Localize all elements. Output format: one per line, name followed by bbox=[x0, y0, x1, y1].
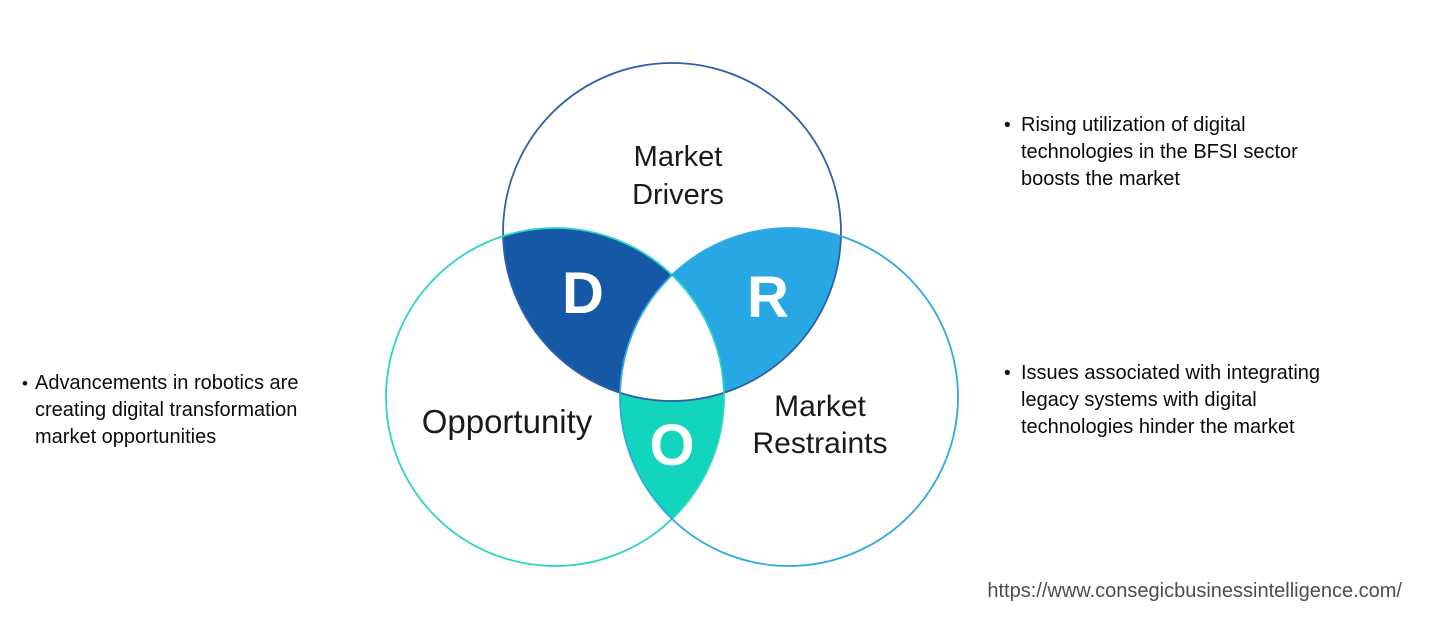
bullet-restraints-note: • Issues associated with integrating leg… bbox=[1004, 360, 1414, 441]
bullet-opportunity-note: • Advancements in robotics are creating … bbox=[22, 370, 382, 451]
label-market-drivers-line2: Drivers bbox=[632, 179, 724, 211]
venn-center-region bbox=[620, 275, 724, 402]
bullet-line: creating digital transformation bbox=[35, 399, 298, 421]
bullet-line: Issues associated with integrating bbox=[1021, 362, 1321, 384]
bullet-line: Advancements in robotics are bbox=[35, 372, 299, 394]
letter-o: O bbox=[649, 413, 694, 478]
bullet-drivers-text: Rising utilization of digital technologi… bbox=[1021, 112, 1404, 193]
bullet-line: boosts the market bbox=[1021, 168, 1180, 190]
letter-d: D bbox=[562, 261, 604, 326]
label-market-drivers-line1: Market bbox=[634, 141, 723, 173]
bullet-marker: • bbox=[22, 374, 28, 393]
label-opportunity: Opportunity bbox=[422, 403, 593, 440]
circle-opportunity bbox=[385, 227, 725, 567]
label-market-restraints-line2: Restraints bbox=[752, 427, 887, 460]
circle-market-restraints bbox=[619, 227, 959, 567]
bullet-drivers-note: • Rising utilization of digital technolo… bbox=[1004, 112, 1404, 193]
source-url: https://www.consegicbusinessintelligence… bbox=[987, 580, 1402, 602]
bullet-line: market opportunities bbox=[35, 426, 217, 448]
bullet-restraints-text: Issues associated with integrating legac… bbox=[1021, 360, 1414, 441]
bullet-line: Rising utilization of digital bbox=[1021, 114, 1246, 136]
bullet-line: technologies in the BFSI sector bbox=[1021, 141, 1298, 163]
bullet-line: legacy systems with digital bbox=[1021, 389, 1257, 411]
bullet-line: technologies hinder the market bbox=[1021, 416, 1295, 438]
letter-r: R bbox=[747, 265, 789, 330]
bullet-opportunity-text: Advancements in robotics are creating di… bbox=[35, 370, 382, 451]
bullet-marker: • bbox=[1004, 363, 1011, 384]
label-market-restraints-line1: Market bbox=[774, 390, 866, 423]
bullet-marker: • bbox=[1004, 115, 1011, 136]
circle-market-drivers bbox=[502, 62, 842, 402]
